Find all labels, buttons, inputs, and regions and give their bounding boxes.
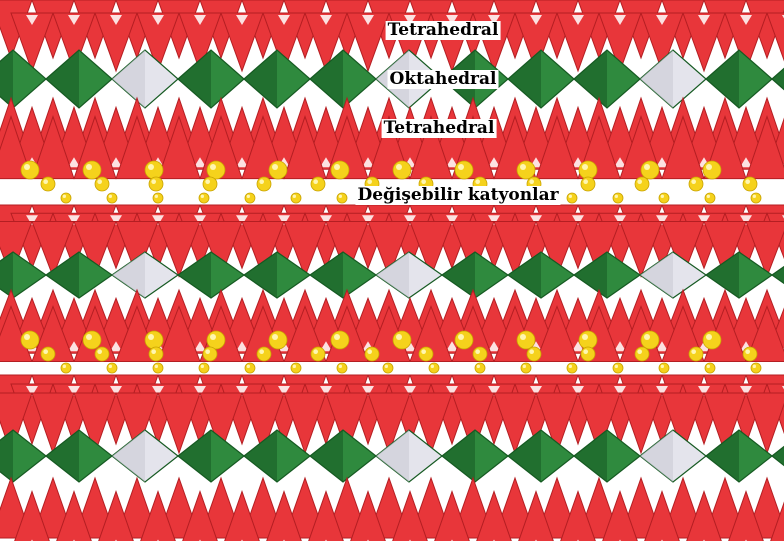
- exchangeable-cations-label: Değişebilir katyonlar: [355, 186, 560, 205]
- oktahedral-label: Oktahedral: [388, 70, 499, 89]
- tetrahedral-sheet-2: [0, 98, 784, 179]
- tetrahedral-sheet-4: [0, 290, 784, 362]
- tetrahedral-label-top: Tetrahedral: [386, 21, 501, 40]
- tetrahedral-label-second: Tetrahedral: [382, 119, 497, 138]
- tetrahedral-sheet-6: [0, 478, 784, 541]
